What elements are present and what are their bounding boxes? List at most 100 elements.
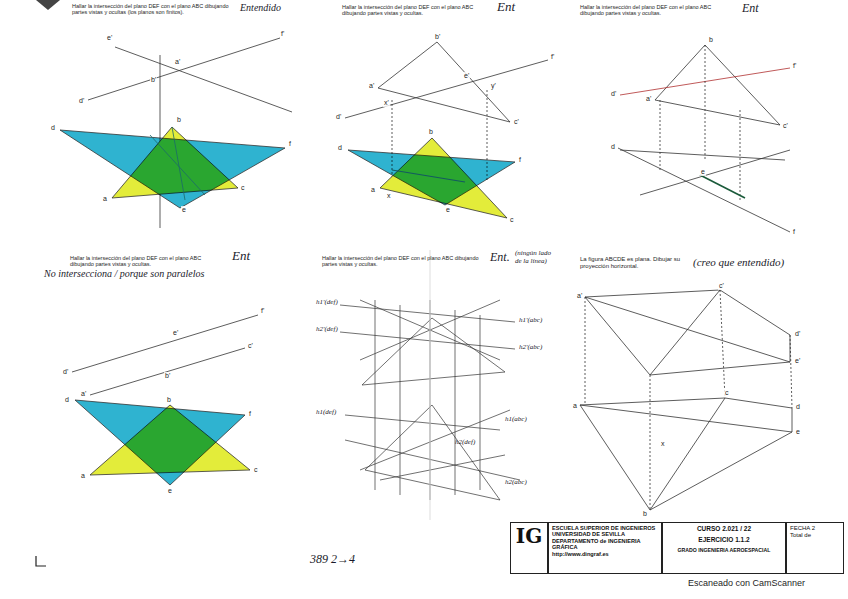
title-block-text: GRADO INGENIERIA AEROESPACIAL [666, 548, 782, 554]
title-block-text: http://www.dingraf.es [552, 551, 658, 557]
point-label: a' [645, 95, 652, 103]
handwritten-note: (ningún lado de la línea) [515, 249, 559, 265]
point-label: e [445, 206, 451, 214]
handwritten-note: h1'(def) [316, 298, 338, 306]
point-label: f' [550, 53, 555, 61]
handwritten-note: h2(def) [455, 438, 475, 446]
panel-1 [60, 38, 292, 228]
instruction-text: Hallar la intersección del plano DEF con… [342, 4, 492, 17]
point-label: a [102, 195, 108, 203]
title-block-cell: CURSO 2.021 / 22 EJERCICIO 1.1.2GRADO ING… [662, 522, 786, 574]
point-label: d' [62, 368, 69, 376]
instruction-text: Escaneado con CamScanner [688, 578, 805, 588]
point-label: a' [576, 292, 583, 300]
instruction-text: Hallar la intersección del plano DEF con… [70, 255, 220, 268]
point-label: d [610, 143, 616, 151]
handwritten-note: Ent. [490, 251, 510, 265]
title-block-text: DEPARTAMENTO de INGENIERIA GRÁFICA [552, 538, 658, 551]
point-label: b [642, 510, 648, 518]
point-label: f [792, 228, 796, 236]
handwritten-note: h1'(abc) [519, 316, 542, 324]
logo-cell: IG [510, 522, 548, 574]
point-label: c' [247, 342, 254, 350]
point-label: a' [80, 390, 87, 398]
point-label: x' [383, 99, 390, 107]
point-label: d [50, 124, 56, 132]
handwritten-note: Ent [232, 249, 250, 264]
instruction-text: Hallar la intersección del plano DEF con… [580, 4, 730, 17]
title-block-text: EJERCICIO 1.1.2 [666, 536, 782, 543]
point-label: e' [463, 72, 470, 80]
fold-line [430, 250, 431, 520]
title-block-cell: ESCUELA SUPERIOR DE INGENIEROSUNIVERSIDA… [548, 522, 662, 574]
panel-6 [580, 290, 792, 510]
handwritten-note: h2'(def) [316, 325, 338, 333]
title-block-text: UNIVERSIDAD DE SEVILLA [552, 531, 658, 537]
title-block-cell: FECHA 2Total de [786, 522, 844, 574]
point-label: d' [335, 113, 342, 121]
title-block-text: IG [514, 525, 544, 548]
point-label: e [795, 428, 801, 436]
panel-3 [618, 45, 790, 232]
handwritten-note: h1(def) [316, 408, 336, 416]
point-label: b' [164, 372, 171, 380]
point-label: d' [610, 90, 617, 98]
point-label: c' [718, 282, 725, 290]
instruction-text: La figura ABCDE es plana. Dibujar su pro… [580, 256, 690, 270]
point-label: e [181, 206, 187, 214]
point-label: c' [782, 122, 789, 130]
point-label: d [795, 403, 801, 411]
point-label: d' [794, 330, 801, 338]
panel-2 [345, 42, 548, 218]
point-label: b [176, 116, 182, 124]
point-label: b' [434, 33, 441, 41]
corner-mark [36, 556, 46, 566]
point-label: a' [174, 58, 181, 66]
title-block-text: CURSO 2.021 / 22 [666, 525, 782, 532]
point-label: e [700, 168, 706, 176]
handwritten-note: Ent [742, 2, 759, 16]
point-label: d [337, 144, 343, 152]
point-label: c [240, 184, 246, 192]
point-label: b [428, 128, 434, 136]
handwritten-note: Entendido [240, 2, 281, 14]
point-label: a [80, 472, 86, 480]
point-label: f' [260, 307, 265, 315]
point-label: e' [794, 357, 801, 365]
point-label: e' [106, 34, 113, 42]
point-label: e' [172, 329, 179, 337]
point-label: d [64, 396, 70, 404]
title-block-text: ESCUELA SUPERIOR DE INGENIEROS [552, 525, 658, 531]
point-label: f [248, 410, 252, 418]
instruction-text: Hallar la intersección del plano DEF con… [72, 3, 237, 16]
point-label: f [518, 156, 522, 164]
point-label: c [253, 466, 259, 474]
point-label: b [708, 36, 714, 44]
handwritten-note: 389 2→4 [310, 553, 355, 567]
handwritten-note: Ent [497, 0, 515, 15]
point-label: x [386, 192, 392, 200]
scan-corner [36, 0, 60, 10]
point-label: f [288, 140, 292, 148]
point-label: d' [78, 97, 85, 105]
point-label: c [724, 389, 730, 397]
point-label: b' [150, 76, 157, 84]
point-label: e [167, 487, 173, 495]
point-label: f' [792, 62, 797, 70]
point-label: f' [280, 30, 285, 38]
point-label: b [166, 396, 172, 404]
handwritten-note: h2'(abc) [519, 343, 542, 351]
handwritten-note: (creo que entendido) [693, 256, 813, 269]
handwritten-note: h2(abc) [505, 478, 527, 486]
point-label: a [572, 402, 578, 410]
title-block-text: FECHA 2 [790, 525, 840, 532]
point-label: x [660, 440, 666, 448]
point-label: y' [490, 82, 497, 90]
point-label: a' [368, 82, 375, 90]
title-block-text: Total de [790, 532, 840, 539]
instruction-text: Hallar la intersección del plano DEF con… [322, 255, 482, 268]
point-label: c [509, 216, 515, 224]
point-label: c' [513, 118, 520, 126]
